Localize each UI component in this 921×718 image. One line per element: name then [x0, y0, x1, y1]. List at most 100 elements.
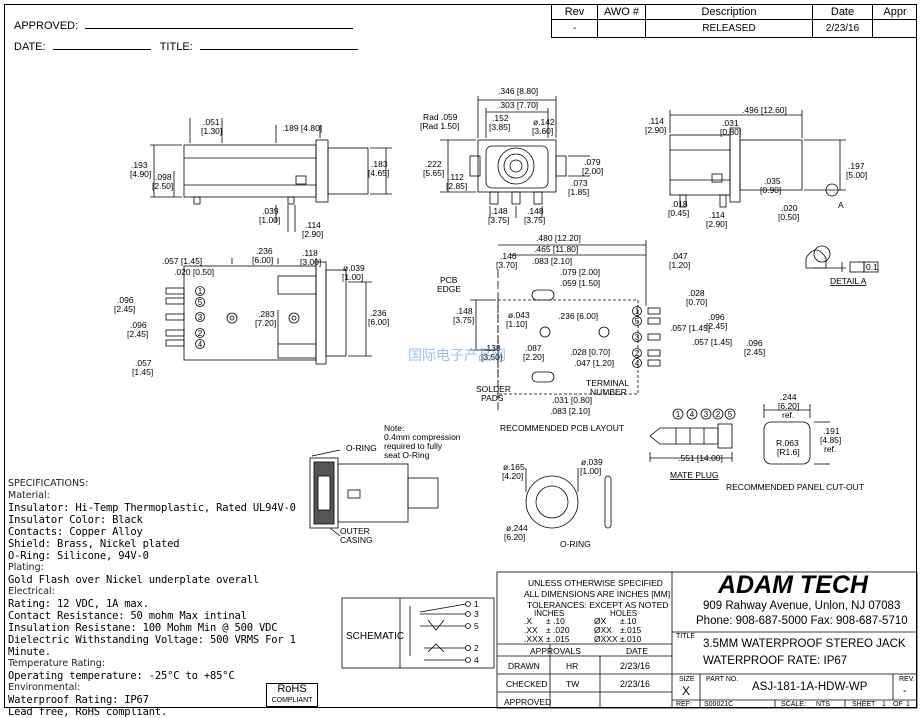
spec-line: Insulator: Hi-Temp Thermoplastic, Rated … — [8, 502, 296, 514]
rev-value: - — [552, 20, 598, 37]
dim-pcb-t: .083 [2.10] — [550, 406, 590, 416]
sheet-border — [4, 4, 917, 708]
title-block-lines — [496, 571, 918, 709]
pcb-pin-4: 4 — [635, 359, 640, 368]
dim-pcb-u: .138 — [484, 343, 501, 353]
drawing-title-1: 3.5MM WATERPROOF STEREO JACK — [703, 638, 906, 650]
tolerance-line-3: TOLERANCES: EXCEPT AS NOTED — [527, 600, 669, 610]
of-label: OF — [893, 701, 903, 708]
dim-front-left-b: .112 — [448, 172, 464, 182]
dim-front-right-b: .073 — [571, 178, 588, 188]
terminal-number-label-2: NUMBER — [590, 387, 627, 397]
of-value: 1 — [906, 701, 910, 708]
dim-panel-a-mm: [6.20] — [778, 401, 799, 411]
dim-top-mid: .283 — [258, 309, 275, 319]
tolerance-cell: ØXXX — [594, 634, 618, 644]
description-header: Description — [646, 5, 813, 20]
size-value: X — [682, 684, 691, 698]
dim-side-left-h2-mm: [2.50] — [152, 181, 173, 191]
top-pin-2: 2 — [198, 329, 203, 338]
title-label: TITLE: — [159, 41, 193, 53]
dim-top-phi-mm: [1.00] — [342, 272, 363, 282]
tolerance-cell: ØXX — [594, 625, 612, 635]
top-view — [165, 258, 372, 365]
spec-heading: SPECIFICATIONS: — [8, 478, 89, 489]
dim-side-bot-b-mm: [2.90] — [302, 229, 323, 239]
dim-panel-b-ref: ref. — [824, 444, 836, 454]
schematic-label: SCHEMATIC — [346, 631, 404, 642]
cross-section — [309, 449, 439, 537]
inches-header: INCHES — [534, 609, 565, 618]
dim-top-c: .236 — [256, 246, 273, 256]
sch-pin-1: 1 — [474, 599, 479, 609]
dim-pcb-i: .096 — [708, 312, 725, 322]
checked-label: CHECKED — [506, 679, 548, 689]
dim-side-right-h: .183 — [371, 159, 388, 169]
date-title-field: DATE: TITLE: — [14, 41, 358, 53]
plug-pin-1: 1 — [676, 410, 681, 419]
solder-pads-label: SOLDER — [476, 384, 511, 394]
checked-date: 2/23/16 — [620, 679, 651, 689]
dim-pcb-l-mm: [2.45] — [744, 347, 765, 357]
pcb-pin-1: 1 — [635, 307, 640, 316]
dim-oring-c-mm: [6.20] — [504, 532, 525, 542]
dim-rside-c: .197 — [848, 161, 865, 171]
appr-header: Appr — [873, 5, 917, 20]
dim-top-d-mm: [3.00] — [300, 257, 321, 267]
tolerance-cell: .X — [524, 616, 533, 626]
spec-line: Gold Flash over Nickel underplate overal… — [8, 574, 259, 586]
dim-rside-c-mm: [5.00] — [846, 170, 867, 180]
dim-front-bot-a: .148 — [491, 206, 508, 216]
approved-row-label: APPROVED — [504, 697, 552, 707]
dim-pcb-j: .057 [1.45] — [670, 323, 710, 333]
outer-casing-label-2: CASING — [340, 535, 373, 545]
dim-pcb-d: .083 [2.10] — [532, 256, 572, 266]
approved-field: APPROVED: — [14, 20, 354, 32]
approved-label: APPROVED: — [14, 20, 79, 32]
watermark: 国际电子产品网 — [408, 347, 506, 363]
solder-pads-label-2: PADS — [481, 393, 504, 403]
sch-pin-3: 3 — [474, 609, 479, 619]
spec-line: Contacts: Copper Alloy — [8, 526, 143, 538]
schematic-box — [341, 597, 495, 669]
dim-top-left-a: .096 — [117, 295, 134, 305]
date-header: Date — [813, 5, 873, 20]
dim-front-phi-mm: [3.60] — [532, 126, 553, 136]
o-ring-title: O-RING — [560, 539, 591, 549]
dim-panel-b-mm: [4.85] — [820, 435, 841, 445]
dim-front-left-b-mm: [2.85] — [446, 181, 467, 191]
specifications-block: SPECIFICATIONS:Material:Insulator: Hi-Te… — [8, 478, 338, 718]
size-label: SIZE — [679, 676, 695, 683]
spec-heading: Temperature Rating: — [8, 658, 106, 669]
note-line-3: required to fully — [384, 441, 443, 451]
rohs-badge: RoHS COMPLIANT — [266, 683, 318, 707]
spec-line: Dielectric Withstanding Voltage: 500 VRM… — [8, 634, 296, 658]
approvals-header: APPROVALS — [530, 646, 581, 656]
pcb-edge-label-2: EDGE — [437, 284, 461, 294]
outer-casing-label: OUTER — [340, 526, 370, 536]
pcb-layout — [470, 240, 661, 410]
tolerance-cell: ±.015 — [620, 625, 642, 635]
checked-by: TW — [566, 679, 580, 689]
date-label: DATE: — [14, 41, 46, 53]
dim-oring-a-mm: [4.20] — [502, 471, 523, 481]
dim-top-right: .236 — [370, 308, 387, 318]
top-pin-3: 3 — [198, 313, 203, 322]
dim-pcb-c: .146 — [500, 251, 517, 261]
date-column-header: DATE — [626, 646, 649, 656]
sheet-value: 1 — [882, 701, 886, 708]
detail-a-marker: A — [838, 200, 844, 210]
terminal-number-label: TERMINAL — [586, 378, 629, 388]
dim-side-bot-b: .114 — [305, 220, 321, 230]
o-ring-drawing — [525, 468, 612, 529]
front-view — [440, 96, 590, 218]
sch-pin-4: 4 — [474, 655, 479, 665]
dim-pcb-i-mm: [2.45] — [706, 321, 727, 331]
dim-pcb-p: .087 — [525, 343, 542, 353]
spec-heading: Plating: — [8, 562, 44, 573]
ref-value: S00021C — [704, 701, 734, 708]
dim-rside-top: .496 [12.60] — [742, 105, 787, 115]
ref-label: REF: — [676, 701, 692, 708]
dim-side-left-h: .193 — [131, 160, 148, 170]
dim-front-right-a-mm: [2.00] — [582, 166, 603, 176]
